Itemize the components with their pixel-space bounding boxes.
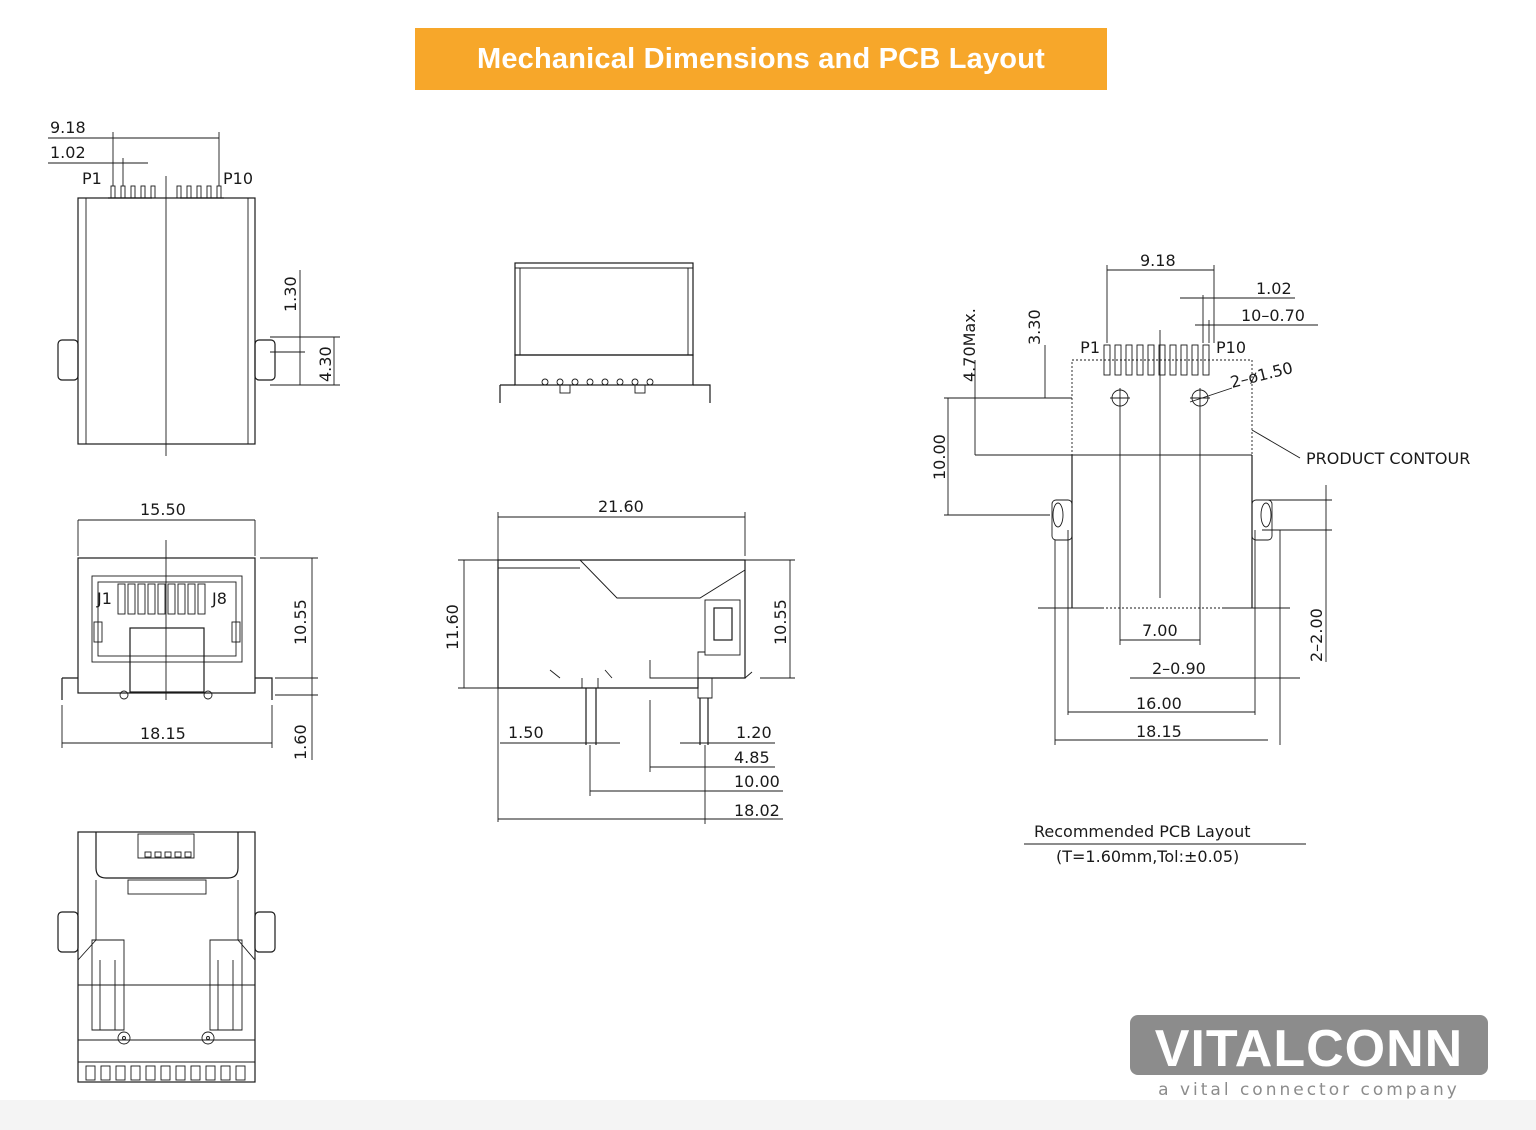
- dim-pcb-10-00: 10.00: [930, 434, 949, 480]
- label-top-p1: P1: [82, 169, 102, 188]
- logo-brand: VITALCONN: [1155, 1020, 1463, 1078]
- bottom-view: [57, 831, 276, 1083]
- label-top-p10: P10: [223, 169, 253, 188]
- dim-side-1-20: 1.20: [736, 723, 772, 742]
- dim-front-15-50: 15.50: [140, 500, 186, 519]
- dim-pcb-2-0-90: 2–0.90: [1152, 659, 1206, 678]
- dim-side-11-60: 11.60: [443, 604, 462, 650]
- dim-pcb-9-18: 9.18: [1140, 251, 1176, 270]
- dim-pcb-7-00: 7.00: [1142, 621, 1178, 640]
- pcb-pads: [1103, 344, 1210, 376]
- page-title: Mechanical Dimensions and PCB Layout: [477, 42, 1045, 75]
- dim-pcb-18-15: 18.15: [1136, 722, 1182, 741]
- label-j1: J1: [96, 589, 112, 608]
- dim-front-1-60: 1.60: [291, 724, 310, 760]
- footer-band: [0, 1100, 1536, 1130]
- title-banner: Mechanical Dimensions and PCB Layout: [415, 28, 1107, 90]
- dim-top-1-02: 1.02: [50, 143, 86, 162]
- dim-pcb-1-02: 1.02: [1256, 279, 1292, 298]
- side-view: 21.60 11.60 10.55 1.50 1.20 4.85 10.00 1…: [443, 497, 795, 824]
- dim-side-10-55: 10.55: [771, 599, 790, 645]
- dim-side-10-00: 10.00: [734, 772, 780, 791]
- vitalconn-logo: VITALCONN a vital connector company: [1130, 1015, 1488, 1100]
- dim-side-4-85: 4.85: [734, 748, 770, 767]
- dim-front-10-55: 10.55: [291, 599, 310, 645]
- dim-front-18-15: 18.15: [140, 724, 186, 743]
- dim-top-1-30: 1.30: [281, 276, 300, 312]
- dim-pcb-16-00: 16.00: [1136, 694, 1182, 713]
- dim-pcb-3-30: 3.30: [1025, 309, 1044, 345]
- front-view: 15.50 18.15 10.55 1.60 J1 J8: [61, 500, 318, 760]
- mechanical-drawing: 9.18 1.02 P1 P10 1.30 4.30: [48, 118, 1488, 1100]
- dim-top-4-30: 4.30: [316, 346, 335, 382]
- jack-contacts: [117, 583, 206, 615]
- top-view: 9.18 1.02 P1 P10 1.30 4.30: [48, 118, 340, 456]
- dim-pcb-hole: 2–ø1.50: [1228, 358, 1294, 392]
- label-product-contour: PRODUCT CONTOUR: [1306, 449, 1470, 468]
- label-pcb-p10: P10: [1216, 338, 1246, 357]
- label-j8: J8: [211, 589, 227, 608]
- dim-side-18-02: 18.02: [734, 801, 780, 820]
- pcb-caption-title: Recommended PCB Layout: [1034, 822, 1251, 841]
- logo-tagline: a vital connector company: [1158, 1080, 1460, 1100]
- dim-pcb-10-070: 10–0.70: [1241, 306, 1305, 325]
- rear-view: [499, 262, 711, 403]
- dim-side-21-60: 21.60: [598, 497, 644, 516]
- pcb-caption-tolerance: (T=1.60mm,Tol:±0.05): [1056, 847, 1239, 866]
- dim-pcb-4-70max: 4.70Max.: [960, 308, 979, 382]
- label-pcb-p1: P1: [1080, 338, 1100, 357]
- dim-side-1-50: 1.50: [508, 723, 544, 742]
- dim-pcb-2-2-00: 2–2.00: [1307, 608, 1326, 662]
- dim-top-9-18: 9.18: [50, 118, 86, 137]
- pcb-layout: 7.00 9.18 1.02 10–0.70 P1 P10 2–ø1.50 10…: [930, 251, 1470, 866]
